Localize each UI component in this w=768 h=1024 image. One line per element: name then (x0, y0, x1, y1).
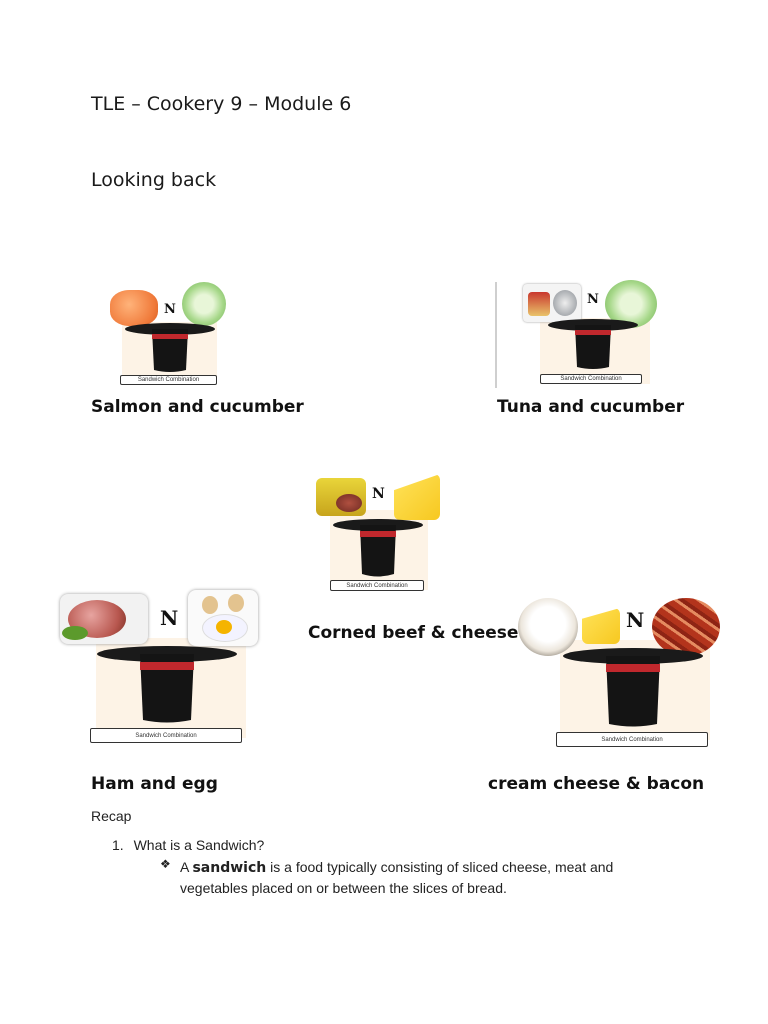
n-letter: N (587, 292, 599, 307)
recap-question: 1. What is a Sandwich? (112, 837, 264, 853)
sandwich-combo-card-corned-beef: N Sandwich Combination (312, 468, 442, 594)
top-hat-icon (124, 320, 216, 374)
caption-salmon-cucumber: Salmon and cucumber (91, 397, 304, 417)
caption-corned-beef-cheese: Corned beef & cheese (308, 623, 519, 643)
top-hat-icon (96, 644, 238, 726)
answer-term: sandwich (192, 860, 267, 876)
sandwich-combo-card-tuna: N Sandwich Combination (495, 280, 665, 390)
n-letter: N (160, 606, 179, 630)
sandwich-combo-card-salmon: N Sandwich Combination (110, 282, 230, 387)
cheese-icon (582, 608, 620, 644)
page-title: TLE – Cookery 9 – Module 6 (91, 93, 352, 115)
tuna-can-icon (523, 284, 581, 322)
question-number: 1. (112, 837, 124, 853)
question-text: What is a Sandwich? (133, 837, 265, 853)
recap-answer: A sandwich is a food typically consistin… (180, 857, 680, 898)
combination-label: Sandwich Combination (556, 732, 708, 747)
cheese-icon (394, 474, 440, 520)
combination-label: Sandwich Combination (90, 728, 242, 743)
bacon-icon (652, 598, 720, 656)
answer-lead: A (180, 859, 189, 875)
top-hat-icon (547, 316, 639, 372)
section-heading: Looking back (91, 169, 217, 191)
n-letter: N (164, 302, 176, 317)
salmon-icon (110, 290, 158, 326)
combination-label: Sandwich Combination (330, 580, 424, 591)
ham-icon (60, 594, 148, 644)
caption-tuna-cucumber: Tuna and cucumber (497, 397, 685, 417)
n-letter: N (372, 486, 385, 502)
divider-line (495, 282, 497, 388)
cucumber-icon (182, 282, 226, 326)
caption-ham-egg: Ham and egg (91, 774, 218, 794)
egg-icon (188, 590, 258, 646)
sandwich-combo-card-cream-cheese: N Sandwich Combination (512, 590, 726, 748)
sandwich-combo-card-ham: N Sandwich Combination (60, 588, 260, 746)
recap-heading: Recap (91, 808, 132, 824)
n-letter: N (626, 608, 645, 632)
cream-cheese-icon (518, 598, 578, 656)
caption-cream-cheese-bacon: cream cheese & bacon (488, 774, 705, 794)
bullet-icon: ❖ (160, 857, 171, 871)
combination-label: Sandwich Combination (540, 374, 642, 384)
top-hat-icon (332, 516, 424, 580)
corned-beef-can-icon (316, 478, 366, 516)
top-hat-icon (562, 646, 704, 730)
combination-label: Sandwich Combination (120, 375, 217, 385)
answer-text: is a food typically consisting of sliced… (180, 859, 614, 896)
